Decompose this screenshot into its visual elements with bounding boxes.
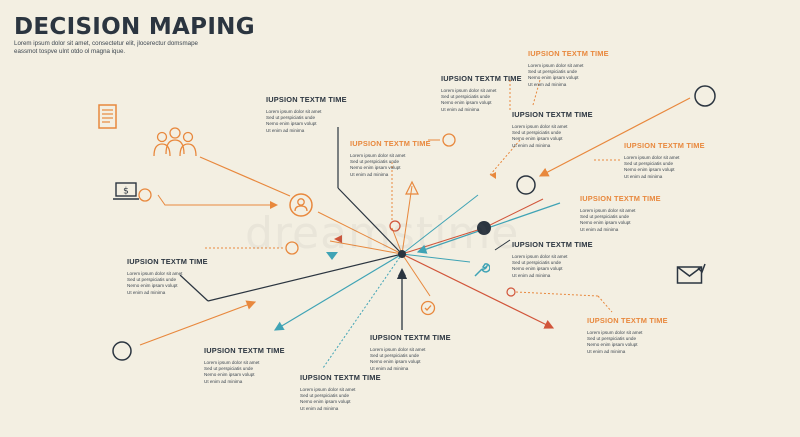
circle-right-upper xyxy=(516,175,536,195)
label-left: IUPSION TEXTM TIME Lorem ipsum dolor sit… xyxy=(127,257,227,296)
dotted-top-right xyxy=(532,79,541,106)
arrow-bottom-left-circle xyxy=(139,300,257,346)
line-to-top-left xyxy=(337,187,403,255)
label-right-dark: IUPSION TEXTM TIME Lorem ipsum dolor sit… xyxy=(512,240,612,279)
circle-left-mid xyxy=(285,241,299,255)
label-top-right: IUPSION TEXTM TIME Lorem ipsum dolor sit… xyxy=(528,49,628,88)
label-title: IUPSION TEXTM TIME xyxy=(350,139,431,148)
central-burst xyxy=(179,127,561,369)
arrow-laptop-to-person xyxy=(157,194,278,209)
circle-laptop xyxy=(138,188,152,202)
line-to-check xyxy=(401,253,431,297)
circle-bottom-right-small xyxy=(506,287,516,297)
dotted-bottom-right-2 xyxy=(597,295,613,313)
line-teal-right xyxy=(401,253,471,263)
label-title: IUPSION TEXTM TIME xyxy=(266,95,347,104)
label-bottom-left: IUPSION TEXTM TIME Lorem ipsum dolor sit… xyxy=(204,346,304,385)
arrow-top-right-circle xyxy=(538,97,691,177)
center-hub xyxy=(398,250,406,258)
triangle-teal-down xyxy=(326,252,338,260)
arrowhead-up xyxy=(398,268,406,276)
line-to-person-circle xyxy=(317,211,403,255)
watermark: dreamstime xyxy=(245,208,520,259)
label-top-left: IUPSION TEXTM TIME Lorem ipsum dolor sit… xyxy=(266,95,366,134)
dotted-bottom-right xyxy=(515,291,599,297)
label-top-center: IUPSION TEXTM TIME Lorem ipsum dolor sit… xyxy=(350,139,450,178)
svg-text:$: $ xyxy=(123,187,129,197)
label-title: IUPSION TEXTM TIME xyxy=(441,74,522,83)
label-right-middle: IUPSION TEXTM TIME Lorem ipsum dolor sit… xyxy=(580,194,680,233)
circle-top-right xyxy=(694,85,716,107)
label-title: IUPSION TEXTM TIME xyxy=(512,110,593,119)
envelope-icon xyxy=(676,263,706,284)
wrench-icon xyxy=(474,263,490,277)
label-title: IUPSION TEXTM TIME xyxy=(624,141,705,150)
label-top: IUPSION TEXTM TIME Lorem ipsum dolor sit… xyxy=(441,74,541,113)
person-circle-icon xyxy=(289,193,313,217)
circle-bottom-left xyxy=(112,341,132,361)
triangle-orange-right xyxy=(490,172,496,179)
label-title: IUPSION TEXTM TIME xyxy=(580,194,661,203)
label-right-orange: IUPSION TEXTM TIME Lorem ipsum dolor sit… xyxy=(624,141,724,180)
intro-line-1: Lorem ipsum dolor sit amet, consectetur … xyxy=(14,40,198,47)
line-to-red-triangle xyxy=(329,240,403,255)
label-title: IUPSION TEXTM TIME xyxy=(370,333,451,342)
triangle-red-left xyxy=(334,235,342,243)
laptop-dollar-icon: $ xyxy=(113,182,139,200)
label-right-upper: IUPSION TEXTM TIME Lorem ipsum dolor sit… xyxy=(512,110,612,149)
label-title: IUPSION TEXTM TIME xyxy=(204,346,285,355)
intro-text: Lorem ipsum dolor sit amet, consectetur … xyxy=(14,40,234,56)
line-to-left-label xyxy=(207,253,403,302)
line-to-dark-dot xyxy=(401,227,485,255)
triangle-top xyxy=(405,180,419,195)
label-bottom-right: IUPSION TEXTM TIME Lorem ipsum dolor sit… xyxy=(587,316,687,355)
label-title: IUPSION TEXTM TIME xyxy=(127,257,208,266)
arrow-red-down-right xyxy=(401,253,555,329)
page-title: DECISION MAPING xyxy=(14,14,255,40)
dark-dot xyxy=(477,221,491,235)
line-to-triangle xyxy=(401,185,413,255)
connector-right-dark xyxy=(494,239,511,251)
line-people-to-person xyxy=(199,156,291,197)
people-group-icon xyxy=(153,127,197,157)
label-title: IUPSION TEXTM TIME xyxy=(300,373,381,382)
label-title: IUPSION TEXTM TIME xyxy=(528,49,609,58)
document-icon xyxy=(98,104,117,129)
line-to-small-circle xyxy=(391,227,403,255)
circle-center-small xyxy=(389,220,401,232)
line-teal-up-right xyxy=(401,194,479,255)
intro-line-2: eassmot tospve ulnt otdo ol magna ique. xyxy=(14,48,126,55)
line-dotted-down xyxy=(322,253,403,369)
arrow-teal-down-left xyxy=(273,253,403,331)
circle-top-center xyxy=(442,133,456,147)
line-left-label-up xyxy=(179,274,209,302)
line-dark-dot-to-circle xyxy=(483,198,544,229)
label-bottom-center: IUPSION TEXTM TIME Lorem ipsum dolor sit… xyxy=(370,333,470,372)
check-circle-icon xyxy=(420,300,436,316)
label-title: IUPSION TEXTM TIME xyxy=(587,316,668,325)
label-title: IUPSION TEXTM TIME xyxy=(512,240,593,249)
label-bottom: IUPSION TEXTM TIME Lorem ipsum dolor sit… xyxy=(300,373,400,412)
